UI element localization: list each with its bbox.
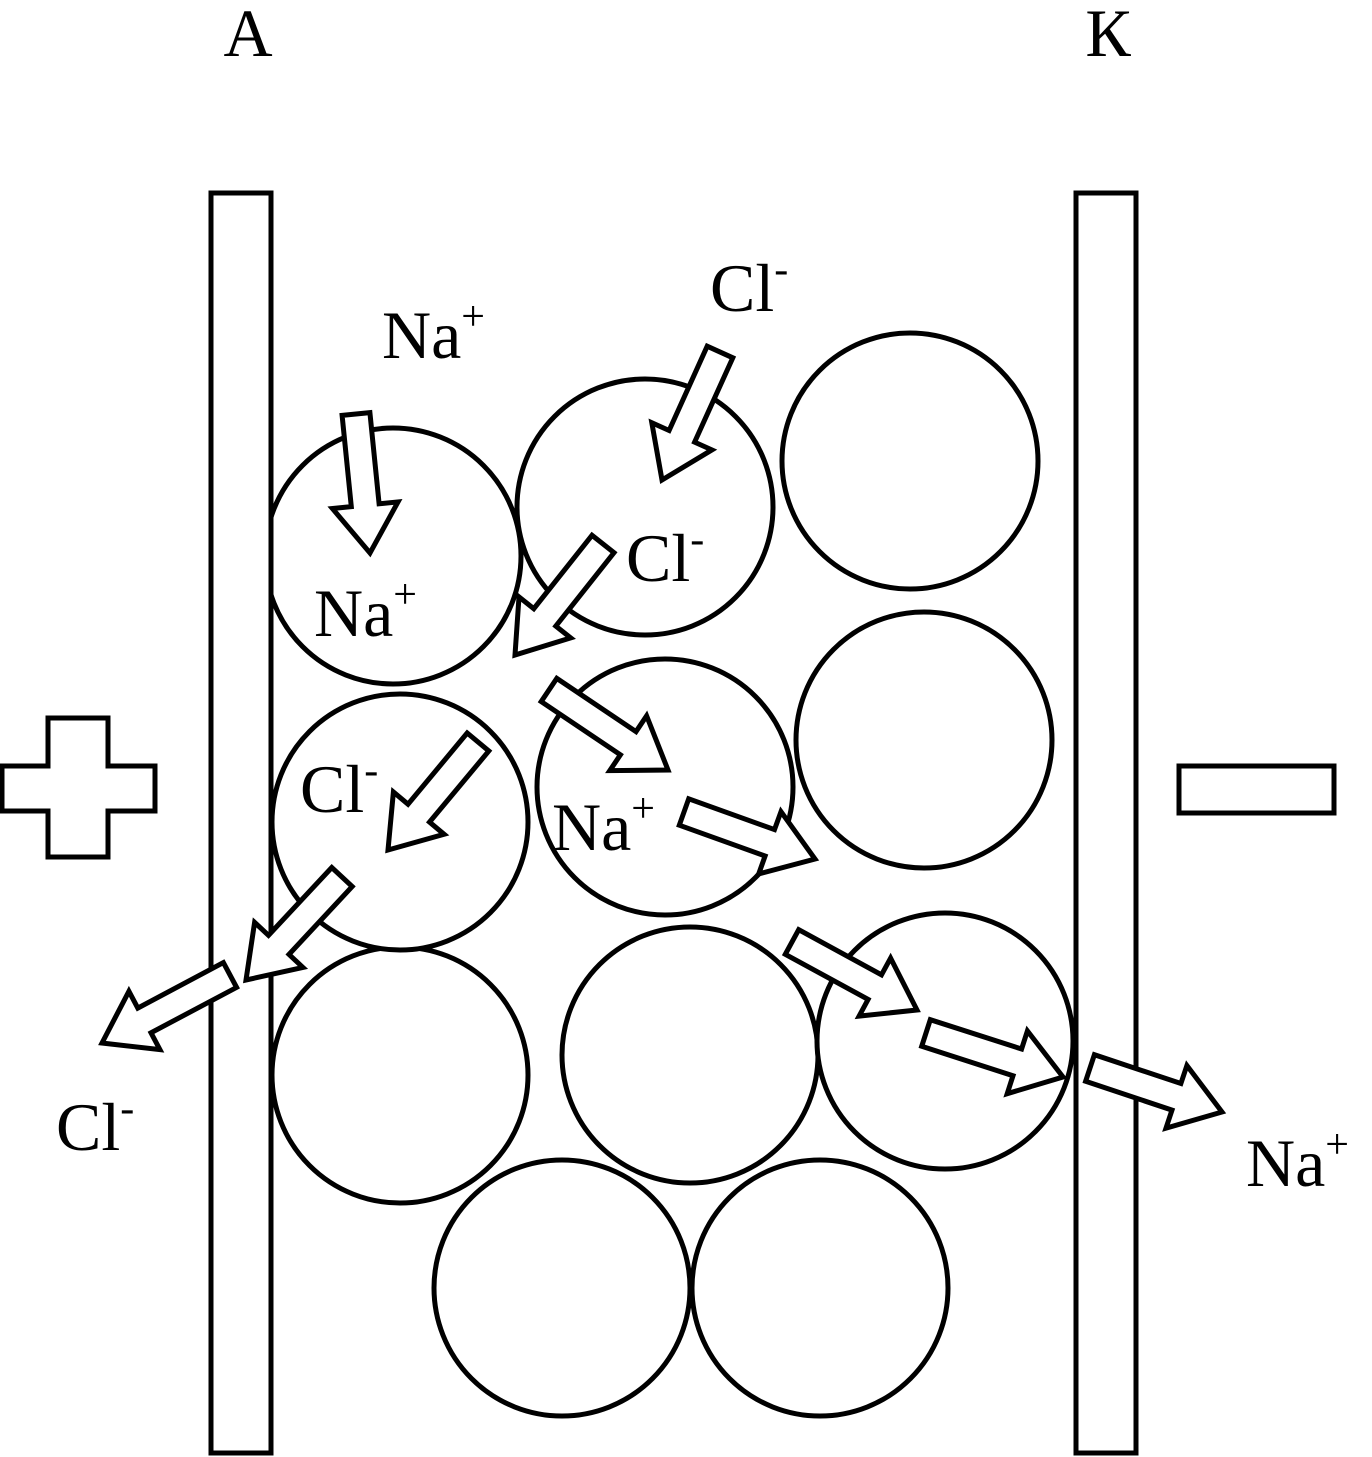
ion-label-na: Na+ xyxy=(552,786,655,865)
ion-label-cl: Cl- xyxy=(626,517,704,596)
ion-label-cl: Cl- xyxy=(56,1086,134,1165)
na-exit-arrow-icon xyxy=(1082,1051,1227,1132)
resin-bead xyxy=(559,924,821,1186)
anode-label: А xyxy=(223,0,272,71)
ion-label-cl: Cl- xyxy=(710,247,788,326)
ion-label-na: Na+ xyxy=(1246,1122,1349,1201)
cathode-plate xyxy=(1073,190,1139,1456)
minus-sign-icon xyxy=(1176,763,1337,816)
cl-exit-arrow-icon xyxy=(98,959,240,1053)
resin-bead xyxy=(689,1157,951,1419)
na-down-arrow-icon xyxy=(327,409,403,558)
resin-bead xyxy=(431,1157,693,1419)
cl-to-anode-arrow-icon xyxy=(242,863,356,984)
ion-label-cl: Cl- xyxy=(300,748,378,827)
resin-beads xyxy=(262,330,1076,1419)
ion-label-na: Na+ xyxy=(314,572,417,651)
ion-flow-arrows xyxy=(98,342,1227,1132)
plus-sign-icon xyxy=(0,715,158,860)
na-to-cathode-arrow-icon xyxy=(918,1016,1068,1098)
resin-bead xyxy=(793,609,1055,871)
resin-bead xyxy=(269,944,531,1206)
resin-bead xyxy=(779,330,1041,592)
cl-down-arrow-icon xyxy=(648,342,737,485)
na-right-arrow-icon xyxy=(676,795,820,878)
cl-down-left-arrow-icon xyxy=(385,729,493,854)
na-right-arrow-icon xyxy=(781,926,921,1020)
ion-label-na: Na+ xyxy=(382,294,485,373)
cl-diagonal-arrow-icon xyxy=(512,531,618,659)
cathode-label: К xyxy=(1085,0,1131,71)
na-right-arrow-icon xyxy=(537,674,672,774)
anode-plate xyxy=(208,190,274,1456)
